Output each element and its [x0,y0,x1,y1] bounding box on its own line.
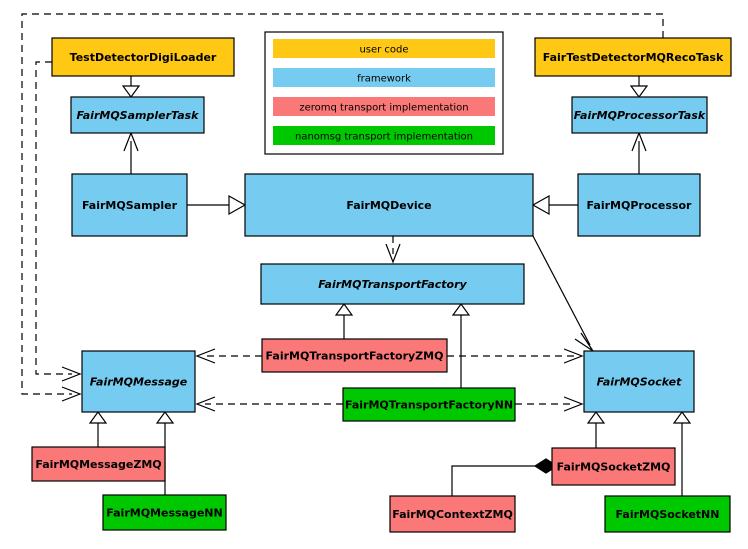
class-node-FairMQProcessorTask[interactable]: FairMQProcessorTask [571,96,708,134]
arrowhead-factoryzmq-to-factory [334,302,354,316]
class-label-FairMQTransportFactoryNN: FairMQTransportFactoryNN [345,399,513,412]
class-label-FairMQTransportFactoryZMQ: FairMQTransportFactoryZMQ [266,350,444,363]
legend-entry-zeromq: zeromq transport implementation [273,97,495,116]
arrowhead-factorynn-to-factory [451,302,471,316]
class-box-FairMQProcessor[interactable] [577,173,701,237]
class-box-FairMQSamplerTask[interactable] [70,96,205,134]
arrowhead-socketzmq-to-socket [586,410,606,424]
arrowhead-device-to-transportfactory [385,243,401,264]
legend-label-zeromq: zeromq transport implementation [299,103,468,114]
class-label-FairMQProcessor: FairMQProcessor [587,199,692,212]
class-label-FairMQTransportFactory: FairMQTransportFactory [318,278,467,291]
arrowhead-sampler-to-device [228,194,247,216]
arrowhead-factoryzmq-to-message [195,348,216,364]
class-label-FairMQMessage: FairMQMessage [90,376,188,389]
arrowhead-factorynn-to-socket [563,396,584,412]
class-node-TestDetectorDigiLoader[interactable]: TestDetectorDigiLoader [51,37,235,77]
class-label-FairMQSocket: FairMQSocket [597,376,683,389]
class-label-FairMQProcessorTask: FairMQProcessorTask [574,109,706,122]
class-box-FairMQSocketZMQ[interactable] [551,447,676,486]
class-node-FairMQProcessor[interactable]: FairMQProcessor [577,173,701,237]
arrowhead-digiloader-to-message [61,366,82,382]
class-box-FairMQMessageNN[interactable] [102,494,227,531]
legend-entry-nanomsg: nanomsg transport implementation [273,126,495,145]
class-node-FairMQTransportFactoryNN[interactable]: FairMQTransportFactoryNN [342,387,516,422]
edge-digiloader-to-message [35,61,72,375]
arrowhead-socketnn-to-socket [672,410,692,424]
class-box-FairMQSampler[interactable] [71,173,188,237]
legend-label-framework: framework [357,74,411,85]
class-box-FairMQMessageZMQ[interactable] [31,446,166,482]
class-label-FairMQMessageNN: FairMQMessageNN [106,507,222,520]
legend-entry-user_code: user code [273,39,495,58]
arrowhead-recotask-to-message [61,386,82,402]
class-node-FairTestDetectorMQRecoTask[interactable]: FairTestDetectorMQRecoTask [534,37,732,77]
edge-contextzmq-to-socketzmq [451,465,535,496]
class-label-FairMQSocketNN: FairMQSocketNN [616,508,720,521]
legend-entry-framework: framework [273,68,495,87]
arrowhead-messagenn-to-message [155,410,175,424]
arrowhead-digiloader-to-samplertask [121,85,141,99]
class-node-FairMQMessageZMQ[interactable]: FairMQMessageZMQ [31,446,166,482]
class-node-FairMQSampler[interactable]: FairMQSampler [71,173,188,237]
class-box-FairMQDevice[interactable] [244,173,534,237]
class-boxes: TestDetectorDigiLoader FairTestDetectorMQ… [31,37,732,533]
legend-swatch-zeromq [273,97,495,116]
arrowhead-processor-to-device [531,194,550,216]
legend-swatch-framework [273,68,495,87]
class-node-FairMQSocket[interactable]: FairMQSocket [583,350,695,413]
class-node-FairMQSocketNN[interactable]: FairMQSocketNN [604,495,731,533]
class-node-FairMQDevice[interactable]: FairMQDevice [244,173,534,237]
edge-group-routed-dependencies [21,13,664,412]
class-box-FairMQMessage[interactable] [81,350,196,413]
edge-group-solid [88,76,692,496]
arrowhead-factorynn-to-message [195,396,216,412]
class-node-FairMQTransportFactoryZMQ[interactable]: FairMQTransportFactoryZMQ [261,338,448,373]
class-box-FairMQSocketNN[interactable] [604,495,731,533]
class-label-FairMQDevice: FairMQDevice [346,199,431,212]
class-box-TestDetectorDigiLoader[interactable] [51,37,235,77]
class-box-FairMQTransportFactory[interactable] [260,263,525,305]
edge-recotask-to-message [21,13,664,395]
legend-swatch-nanomsg [273,126,495,145]
legend-panel: user code framework zeromq transport imple… [264,31,504,155]
class-box-FairMQTransportFactoryZMQ[interactable] [261,338,448,373]
class-label-FairMQSampler: FairMQSampler [82,199,178,212]
class-node-FairMQContextZMQ[interactable]: FairMQContextZMQ [389,495,516,533]
edge-device-to-socket [532,235,591,346]
class-label-TestDetectorDigiLoader: TestDetectorDigiLoader [70,51,217,64]
legend-label-nanomsg: nanomsg transport implementation [295,132,473,143]
class-label-FairMQSamplerTask: FairMQSamplerTask [77,109,200,122]
class-box-FairMQProcessorTask[interactable] [571,96,708,134]
class-label-FairTestDetectorMQRecoTask: FairTestDetectorMQRecoTask [543,51,724,64]
class-node-FairMQTransportFactory[interactable]: FairMQTransportFactory [260,263,525,305]
class-box-FairMQContextZMQ[interactable] [389,495,516,533]
arrowhead-recotask-to-processortask [629,85,649,99]
class-label-FairMQMessageZMQ: FairMQMessageZMQ [35,458,161,471]
class-box-FairMQSocket[interactable] [583,350,695,413]
class-node-FairMQMessage[interactable]: FairMQMessage [81,350,196,413]
class-label-FairMQSocketZMQ: FairMQSocketZMQ [557,461,671,474]
class-box-FairMQTransportFactoryNN[interactable] [342,387,516,422]
class-node-FairMQMessageNN[interactable]: FairMQMessageNN [102,494,227,531]
class-label-FairMQContextZMQ: FairMQContextZMQ [392,508,513,521]
arrowhead-messagezmq-to-message [88,410,108,424]
class-box-FairTestDetectorMQRecoTask[interactable] [534,37,732,77]
legend-swatch-user_code [273,39,495,58]
legend-entries: user code framework zeromq transport imple… [273,39,495,145]
class-node-FairMQSocketZMQ[interactable]: FairMQSocketZMQ [551,447,676,486]
legend-label-user_code: user code [359,45,408,56]
arrowhead-device-to-socket [574,332,594,352]
arrowhead-factoryzmq-to-socket [563,348,584,364]
class-node-FairMQSamplerTask[interactable]: FairMQSamplerTask [70,96,205,134]
